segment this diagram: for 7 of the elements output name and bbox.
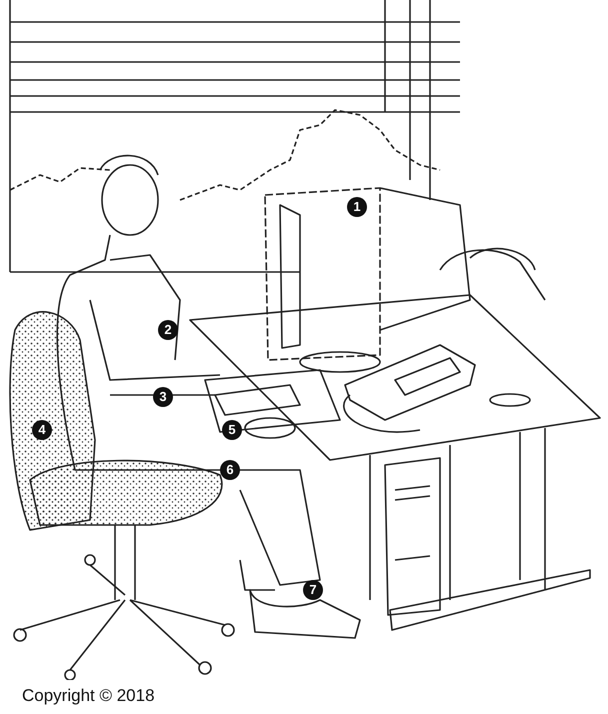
copyright-notice: Copyright © 2018 [22, 686, 155, 706]
callout-number: 5 [222, 420, 242, 440]
callout-number: 7 [303, 580, 323, 600]
callout-number: 1 [347, 197, 367, 217]
callout-number: 2 [158, 320, 178, 340]
callout-number: 3 [153, 387, 173, 407]
callout-number: 6 [220, 460, 240, 480]
